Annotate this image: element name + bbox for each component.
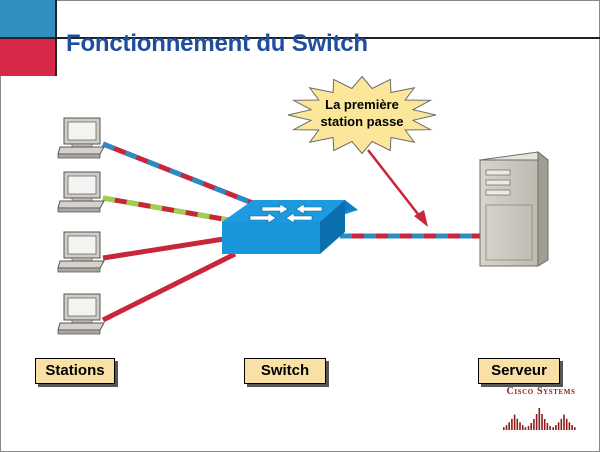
cisco-bar [565,418,568,430]
desktop-computer-icon [57,231,105,273]
stations-label: Stations [35,358,115,384]
tower-server-icon [478,150,550,267]
cisco-bar [530,423,532,430]
cable-station-1 [102,141,256,207]
cisco-logo: Cisco Systems [497,386,585,436]
cisco-bar [568,422,571,430]
cisco-bar [541,414,543,430]
cisco-bar [552,427,554,430]
corner-block-red [0,39,55,76]
corner-divider-horizontal [0,37,600,39]
cisco-bar [516,418,519,430]
cisco-bar [519,422,521,430]
cisco-wordmark: Cisco Systems [506,386,576,397]
stations-group [57,117,105,335]
desktop-computer-icon [57,293,105,335]
cisco-bar [543,419,546,430]
cisco-bar [563,414,565,430]
cisco-bar [527,426,530,430]
cisco-bar [513,414,516,430]
switch-label: Switch [244,358,326,384]
desktop-computer-icon [57,171,105,213]
starburst-callout-icon [287,75,437,155]
network-switch-icon [222,200,358,254]
corner-block-blue [0,0,55,37]
cisco-bar [511,418,513,430]
corner-divider-vertical [55,0,57,76]
desktop-computer-icon [57,117,105,159]
cisco-bar [508,422,510,430]
page-title: Fonctionnement du Switch [66,30,368,57]
cisco-bar [555,425,557,430]
cisco-bridge-icon [503,408,576,430]
cisco-bar [538,408,541,430]
serveur-label: Serveur [478,358,560,384]
cable-station-2 [102,195,241,225]
cisco-bar [524,427,527,430]
cisco-bar [533,419,535,430]
cisco-bar [521,425,524,430]
cisco-bar [571,425,573,430]
cisco-bar [557,422,560,430]
cable-station-4 [101,251,237,323]
callout-line-1: La première [325,97,399,112]
cisco-bar [505,425,508,430]
cisco-bar [574,427,576,430]
arrow-to-server-link [367,149,428,227]
cisco-bar [549,426,551,430]
cisco-bar [560,418,563,430]
cisco-bar [503,427,505,430]
callout-text: La première station passe [308,96,416,130]
callout-line-2: station passe [320,114,404,129]
cisco-bar [546,423,549,430]
cisco-bar [535,414,538,430]
cable-station-3 [102,235,231,261]
